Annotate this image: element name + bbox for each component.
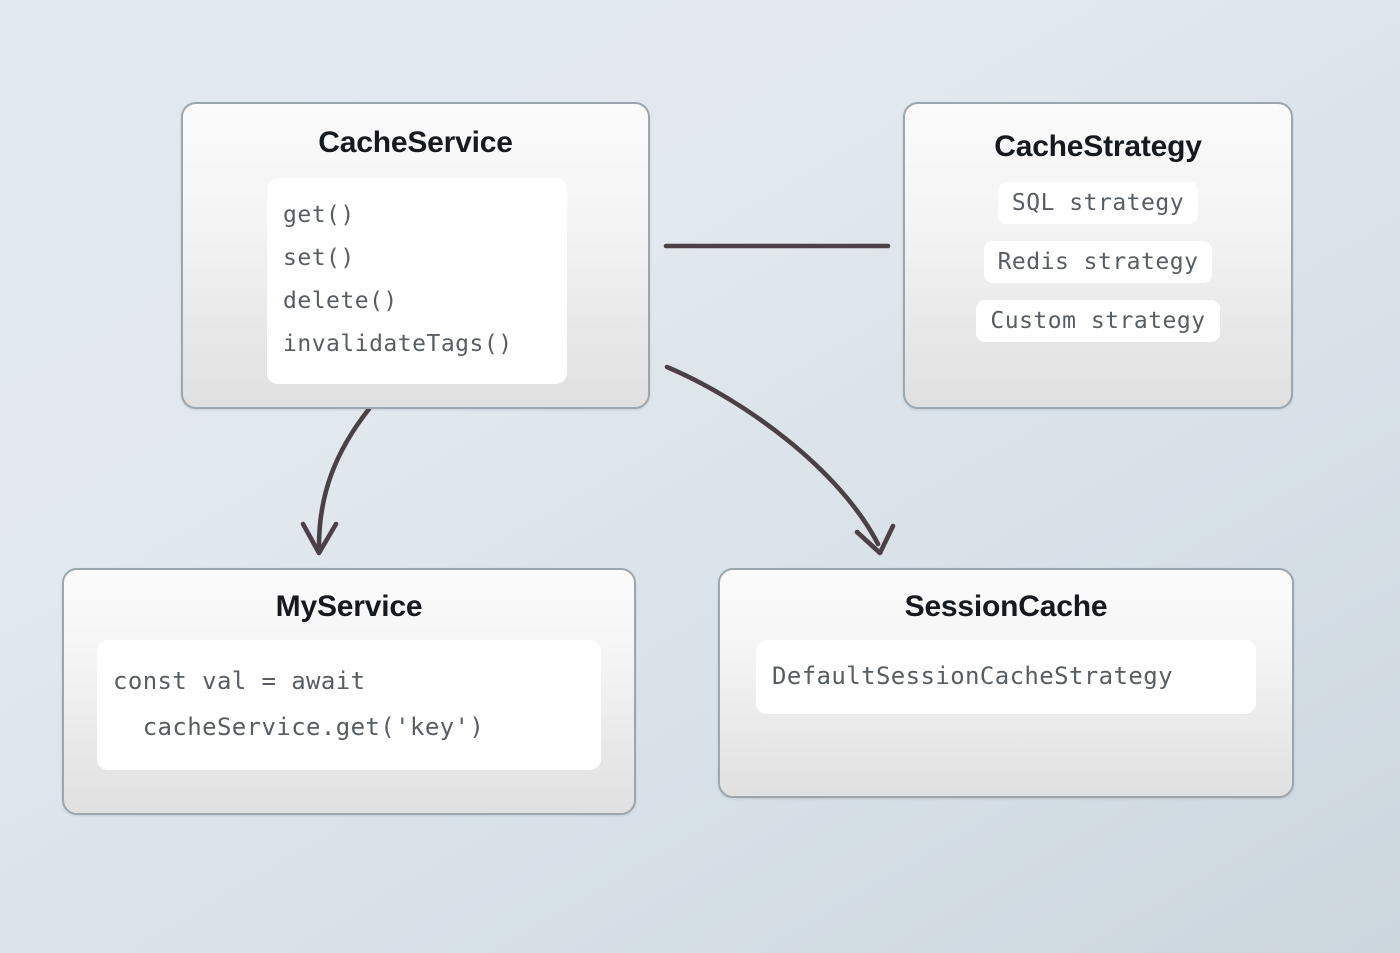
connector-cacheservice-sessioncache <box>664 364 881 547</box>
method-invalidate-tags: invalidateTags() <box>283 331 513 357</box>
arrowhead-sessioncache <box>854 523 896 556</box>
strategy-item-custom[interactable]: Custom strategy <box>976 300 1220 342</box>
node-cache-strategy[interactable]: CacheStrategy SQL strategy Redis strateg… <box>903 102 1293 409</box>
default-session-cache-strategy: DefaultSessionCacheStrategy <box>772 662 1173 690</box>
my-service-code-panel: const val = await cacheService.get('key'… <box>97 640 601 770</box>
node-title-my-service: MyService <box>275 590 423 623</box>
strategy-list: SQL strategy Redis strategy Custom strat… <box>905 182 1291 342</box>
method-set: set() <box>283 245 355 271</box>
method-get: get() <box>283 202 355 228</box>
node-cache-service[interactable]: CacheService get() set() delete() invali… <box>181 102 650 409</box>
strategy-item-redis[interactable]: Redis strategy <box>983 241 1213 283</box>
node-title-session-cache: SessionCache <box>904 590 1108 623</box>
node-session-cache[interactable]: SessionCache DefaultSessionCacheStrategy <box>718 568 1294 798</box>
node-title-cache-service: CacheService <box>318 126 513 159</box>
method-delete: delete() <box>283 288 398 314</box>
session-cache-strategy-panel: DefaultSessionCacheStrategy <box>756 640 1256 714</box>
connector-cacheservice-myservice <box>316 406 372 549</box>
cache-service-methods-panel: get() set() delete() invalidateTags() <box>267 178 567 384</box>
strategy-item-sql[interactable]: SQL strategy <box>997 182 1199 224</box>
node-title-cache-strategy: CacheStrategy <box>994 130 1202 163</box>
node-my-service[interactable]: MyService const val = await cacheService… <box>62 568 636 815</box>
code-line-1: const val = await <box>113 667 366 695</box>
arrowhead-myservice <box>300 521 339 556</box>
code-line-2: cacheService.get('key') <box>113 713 485 741</box>
